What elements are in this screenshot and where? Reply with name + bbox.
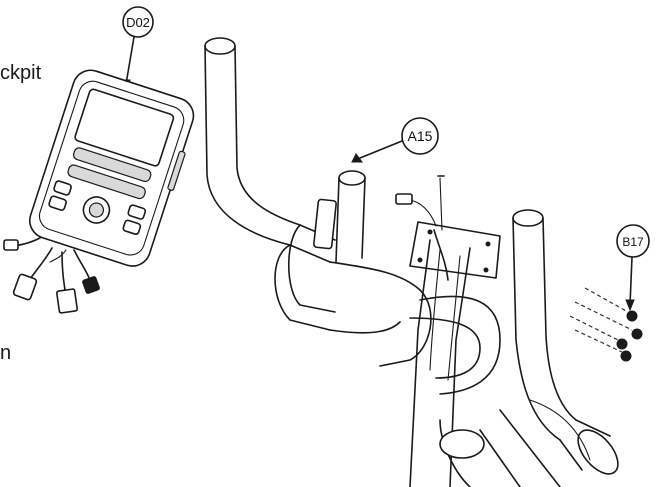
console-button [53, 180, 72, 196]
console-strip-2 [67, 164, 146, 200]
console-button [48, 195, 67, 211]
callout-a15-arrow [351, 153, 363, 163]
right-handlebar [329, 209, 619, 475]
callout-a15-label: A15 [408, 128, 433, 144]
callout-d02-leader [125, 36, 135, 85]
connector [56, 288, 78, 314]
wire-connector [395, 193, 413, 205]
console-unit [29, 69, 195, 267]
callout-d02-label: D02 [126, 15, 150, 30]
connector [3, 239, 19, 251]
mounting-plate [395, 175, 501, 281]
console-dial-center [88, 202, 105, 218]
left-edge-text-fragment: n [0, 342, 12, 364]
screw-head [626, 310, 638, 322]
callout-b17-arrow [625, 299, 635, 312]
connector [82, 276, 100, 294]
left-handlebar [204, 37, 336, 331]
screw-head [620, 350, 632, 362]
callout-b17-leader [629, 256, 633, 306]
callout-b17: B17 [616, 224, 650, 312]
console-button [127, 204, 147, 220]
hand-pulse-sensor [313, 198, 337, 250]
console-cables [3, 237, 100, 314]
console-button [122, 219, 142, 236]
screws-b17 [569, 287, 643, 362]
screw-head [631, 328, 643, 340]
callout-d02-circle [122, 6, 154, 38]
cockpit-label-fragment: ckpit [0, 62, 42, 84]
callout-b17-circle [616, 224, 650, 258]
handlebar-end-cap [577, 429, 619, 475]
callout-a15-leader [359, 140, 403, 159]
callout-d02: D02 [121, 6, 154, 92]
callout-a15-circle [401, 117, 439, 155]
console-bezel [38, 80, 185, 256]
console-side-grip [167, 150, 186, 191]
console-display [74, 88, 175, 167]
console-strip [73, 147, 152, 183]
center-post-a15 [313, 170, 366, 263]
callout-a15: A15 [351, 117, 439, 163]
connector [12, 273, 38, 301]
screw-head [616, 338, 628, 350]
bottle-holder [439, 429, 485, 459]
lower-base [439, 399, 591, 487]
callout-b17-label: B17 [622, 235, 644, 249]
